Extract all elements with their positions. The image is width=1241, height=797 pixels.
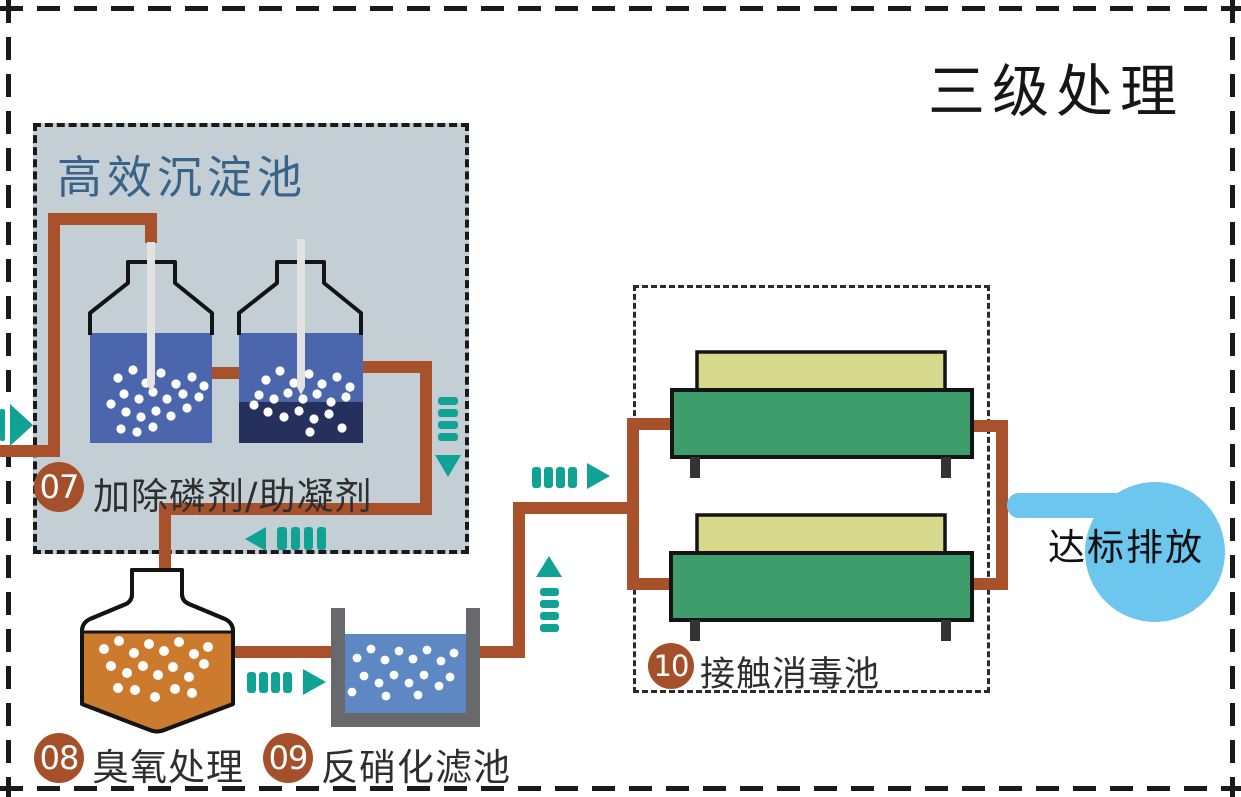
disinfection-tanks xyxy=(669,350,974,641)
filter-outlet-pipe xyxy=(476,502,639,658)
step-label-10: 接触消毒池 xyxy=(700,655,881,695)
bubbles-tank2 xyxy=(249,366,355,437)
step-badge-07: 07 xyxy=(34,462,84,512)
mixer-rod-1 xyxy=(147,242,155,392)
discharge-blob xyxy=(1007,482,1225,622)
bubbles-filter xyxy=(347,644,459,701)
discharge-label: 达标排放 xyxy=(1048,526,1204,569)
backflow-arrow-icon xyxy=(245,527,326,551)
bubbles-ozone xyxy=(99,636,213,702)
down-arrow-icon xyxy=(435,397,461,477)
bubbles-tank1 xyxy=(106,365,209,437)
disinfect-body-1 xyxy=(670,388,974,459)
disinfect-lid-1 xyxy=(695,350,947,392)
filter-walls xyxy=(331,608,480,727)
inlet-pipe xyxy=(0,213,157,457)
ozone-to-filter-arrow-icon xyxy=(247,669,326,695)
collector-pipe xyxy=(970,420,1008,590)
denitrification-filter xyxy=(331,608,480,727)
inlet-arrow-icon xyxy=(0,404,33,446)
pipes xyxy=(0,213,1008,658)
step-label-07: 加除磷剂/助凝剂 xyxy=(93,475,373,518)
recirculation-pipe xyxy=(159,361,432,576)
distribution-pipe xyxy=(627,418,672,590)
ozone-vessel xyxy=(80,568,235,734)
outer-border-top xyxy=(0,6,1241,11)
step-label-08: 臭氧处理 xyxy=(92,746,244,789)
step-badge-08: 08 xyxy=(34,733,84,783)
mixer-rod-2 xyxy=(297,239,305,395)
up-arrow-icon xyxy=(536,556,562,632)
sedimentation-box-title: 高效沉淀池 xyxy=(57,151,308,204)
disinfect-lid-2 xyxy=(695,513,947,555)
sedimentation-tank-2 xyxy=(237,239,363,443)
sedimentation-tank-1 xyxy=(88,242,214,443)
step-label-09: 反硝化滤池 xyxy=(321,746,511,789)
outer-border-bottom xyxy=(0,786,1241,791)
step-badge-10: 10 xyxy=(648,643,694,689)
step-badge-09: 09 xyxy=(263,733,313,783)
to-disinfection-arrow-icon xyxy=(532,463,610,489)
page-title: 三级处理 xyxy=(928,59,1184,125)
disinfect-body-2 xyxy=(669,551,974,622)
outer-border-right xyxy=(1230,0,1235,797)
